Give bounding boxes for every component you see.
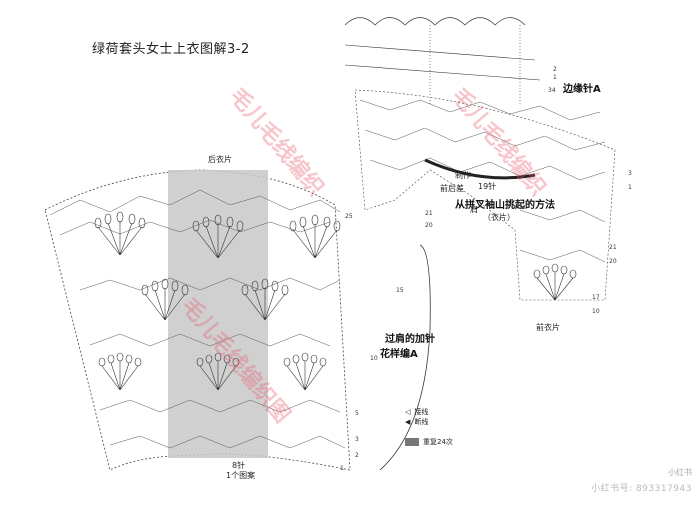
row-number: 15 xyxy=(396,287,404,294)
shoulder-label: 肩 xyxy=(470,205,478,214)
cut-symbol-icon: ◀ xyxy=(405,418,411,426)
sub-panel-label: （衣片） xyxy=(483,213,515,222)
row-number: 20 xyxy=(609,258,617,265)
mesh-lines-front xyxy=(359,99,606,263)
row-number: 17 xyxy=(592,294,600,301)
row-number: 2 xyxy=(355,452,359,459)
front-panel-outline xyxy=(354,89,616,301)
pattern-a-label: 花样编A xyxy=(380,349,418,360)
back-panel-label: 后衣片 xyxy=(208,155,232,164)
row-number: 5 xyxy=(355,410,359,417)
increase-bracket xyxy=(379,244,431,471)
make-label: 制作 xyxy=(455,171,471,180)
row-number: 21 xyxy=(609,244,617,251)
bottom-stitch-label: 8针 xyxy=(232,461,246,470)
edge-scallops xyxy=(344,17,541,105)
legend-join: ◁ 接线 xyxy=(405,408,429,416)
row-number: 10 xyxy=(370,355,378,362)
mesh-lines-back xyxy=(49,189,346,449)
stitch-count-label: 19针 xyxy=(478,182,497,191)
row-number: 1 xyxy=(340,465,344,472)
row-number: 3 xyxy=(628,170,632,177)
method-label: 从拼叉袖山挑起的方法 xyxy=(455,200,555,211)
legend-cut: ◀ 断线 xyxy=(405,418,429,426)
row-number: 1 xyxy=(553,74,557,81)
center-diff-label: 前后差 xyxy=(440,184,464,193)
brand-label: 小红书 xyxy=(668,468,692,477)
row-number: 1 xyxy=(628,184,632,191)
row-number: 10 xyxy=(592,308,600,315)
join-symbol-icon: ◁ xyxy=(405,408,411,416)
edge-stitch-label: 边缘针A xyxy=(563,84,601,95)
row-number: 34 xyxy=(548,87,556,94)
repeat-swatch-icon xyxy=(405,438,419,446)
pickup-arc xyxy=(424,158,536,180)
legend-repeat: 重复24次 xyxy=(405,437,453,447)
front-panel-label: 前衣片 xyxy=(536,323,560,332)
row-number: 2 xyxy=(553,66,557,73)
row-number: 3 xyxy=(355,436,359,443)
fan-motif-front xyxy=(533,263,577,301)
page-title: 绿荷套头女士上衣图解3-2 xyxy=(92,42,250,57)
fan-motifs-back xyxy=(94,211,341,391)
row-number: 20 xyxy=(425,222,433,229)
row-number: 25 xyxy=(345,213,353,220)
row-number: 21 xyxy=(425,210,433,217)
bottom-motif-label: 1个图案 xyxy=(226,471,256,480)
account-label: 小红书号: 893317943 xyxy=(591,484,692,494)
increase-label: 过肩的加针 xyxy=(385,334,435,345)
repeat-shaded-column xyxy=(168,170,268,458)
